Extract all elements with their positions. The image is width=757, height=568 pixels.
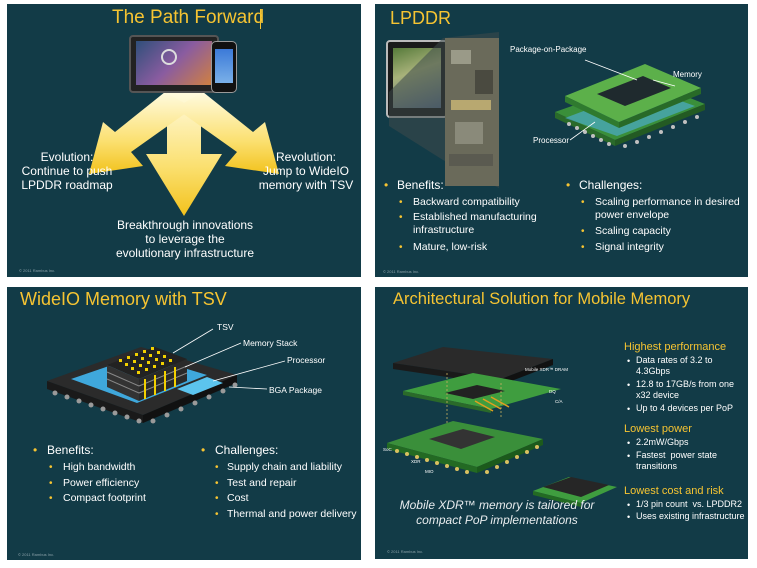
benefit-item: Mature, low-risk (413, 241, 488, 253)
down-arrow (146, 92, 222, 216)
benefit-item: Backward compatibility (413, 196, 520, 208)
bullet-dot: • (49, 462, 53, 473)
benefits-heading: Benefits: (47, 443, 94, 457)
memory-stack-label: Memory Stack (243, 338, 298, 348)
heading-power: Lowest power (624, 423, 692, 435)
challenges-heading: Challenges: (215, 443, 279, 457)
bullet-dot: • (215, 478, 219, 489)
tablet-image (129, 35, 219, 93)
performance-item: 12.8 to 17GB/s from one x32 device (636, 379, 735, 400)
challenges-bullet: • (566, 178, 571, 192)
performance-item: Data rates of 3.2 to 4.3Gbps (636, 355, 713, 376)
bullet-dot: • (399, 212, 403, 223)
exploded-pop-graphic (387, 347, 617, 507)
left-arrow (89, 92, 193, 174)
challenge-item: Cost (227, 492, 249, 504)
copyright: © 2011 Rambus Inc. (18, 552, 55, 557)
challenge-item: Signal integrity (595, 241, 664, 253)
processor-label: Processor (533, 136, 570, 145)
bga-package-label: BGA Package (269, 385, 322, 395)
bullet-dot: • (49, 478, 53, 489)
heading-cost: Lowest cost and risk (624, 485, 724, 497)
benefits-heading: Benefits: (397, 178, 444, 192)
revolution-text: Revolution: Jump to WideIO memory with T… (258, 150, 354, 192)
text-cursor (260, 9, 261, 29)
dq-label: DQ (549, 389, 556, 394)
bullet-dot: • (627, 451, 631, 461)
bullet-dot: • (399, 197, 403, 208)
slide-architectural-solution: Architectural Solution for Mobile Memory… (375, 287, 748, 559)
slide-wideio: WideIO Memory with TSV (7, 287, 361, 560)
challenge-item: Scaling capacity (595, 225, 671, 237)
bullet-dot: • (215, 462, 219, 473)
slide-title: LPDDR (390, 8, 452, 28)
dram-label: Mobile XDR™ DRAM (525, 367, 569, 372)
pop-package-graphic (555, 59, 705, 148)
tsv-label: TSV (217, 322, 234, 332)
bullet-dot: • (627, 380, 631, 390)
cost-item: Uses existing infrastructure (636, 511, 745, 521)
benefit-item: Established manufacturing infrastructure (413, 211, 537, 236)
benefits-bullet: • (33, 443, 38, 457)
bullet-dot: • (627, 356, 631, 366)
slide-lpddr: LPDDR Package-on-Package Memory Processo… (375, 4, 748, 277)
bullet-dot: • (627, 404, 631, 414)
copyright: © 2011 Rambus Inc. (19, 268, 56, 273)
board-photo (389, 32, 499, 188)
challenge-item: Supply chain and liability (227, 461, 342, 473)
bullet-dot: • (581, 197, 585, 208)
ca-label: C/A (555, 399, 563, 404)
bullet-dot: • (215, 509, 219, 520)
power-item: 2.2mW/Gbps (636, 437, 689, 447)
soc-label: SoC (383, 447, 392, 452)
bullet-dot: • (627, 438, 631, 448)
bullet-dot: • (581, 226, 585, 237)
pop-label: Package-on-Package (510, 45, 587, 54)
breakthrough-text: Breakthrough innovations to leverage the… (115, 218, 255, 260)
slide-title: The Path Forward (112, 7, 265, 28)
power-item: Fastest power state transitions (636, 450, 718, 471)
caption: Mobile XDR™ memory is tailored for compa… (399, 498, 595, 527)
slide-path-forward: The Path Forward Evolution: Continue to … (7, 4, 361, 277)
copyright: © 2011 Rambus Inc. (387, 549, 424, 554)
bullet-dot: • (627, 500, 631, 510)
mio-label: MIO (425, 469, 434, 474)
memory-label: Memory (673, 70, 702, 79)
challenge-item: Scaling performance in desired power env… (595, 196, 740, 221)
challenges-bullet: • (201, 443, 206, 457)
bullet-dot: • (627, 512, 631, 522)
arrows-graphic (89, 92, 279, 216)
benefit-item: Compact footprint (63, 492, 146, 504)
benefit-item: High bandwidth (63, 461, 136, 473)
heading-performance: Highest performance (624, 341, 727, 353)
copyright: © 2011 Rambus Inc. (383, 269, 420, 274)
phone-image (211, 41, 237, 93)
right-arrow (175, 92, 279, 174)
bullet-dot: • (581, 242, 585, 253)
bullet-dot: • (399, 242, 403, 253)
bullet-dot: • (49, 493, 53, 504)
challenge-item: Test and repair (227, 477, 297, 489)
performance-item: Up to 4 devices per PoP (636, 403, 734, 413)
challenge-item: Thermal and power delivery (227, 508, 357, 520)
benefits-bullet: • (384, 178, 389, 192)
slide-title: Architectural Solution for Mobile Memory (393, 290, 691, 308)
xdr-label: XDR (411, 459, 421, 464)
processor-label: Processor (287, 355, 326, 365)
benefit-item: Power efficiency (63, 477, 140, 489)
cost-item: 1/3 pin count vs. LPDDR2 (636, 499, 743, 509)
challenges-heading: Challenges: (579, 178, 643, 192)
wideio-package-graphic (47, 328, 286, 424)
slide-title: WideIO Memory with TSV (20, 289, 227, 309)
bullet-dot: • (215, 493, 219, 504)
evolution-text: Evolution: Continue to push LPDDR roadma… (21, 150, 113, 192)
